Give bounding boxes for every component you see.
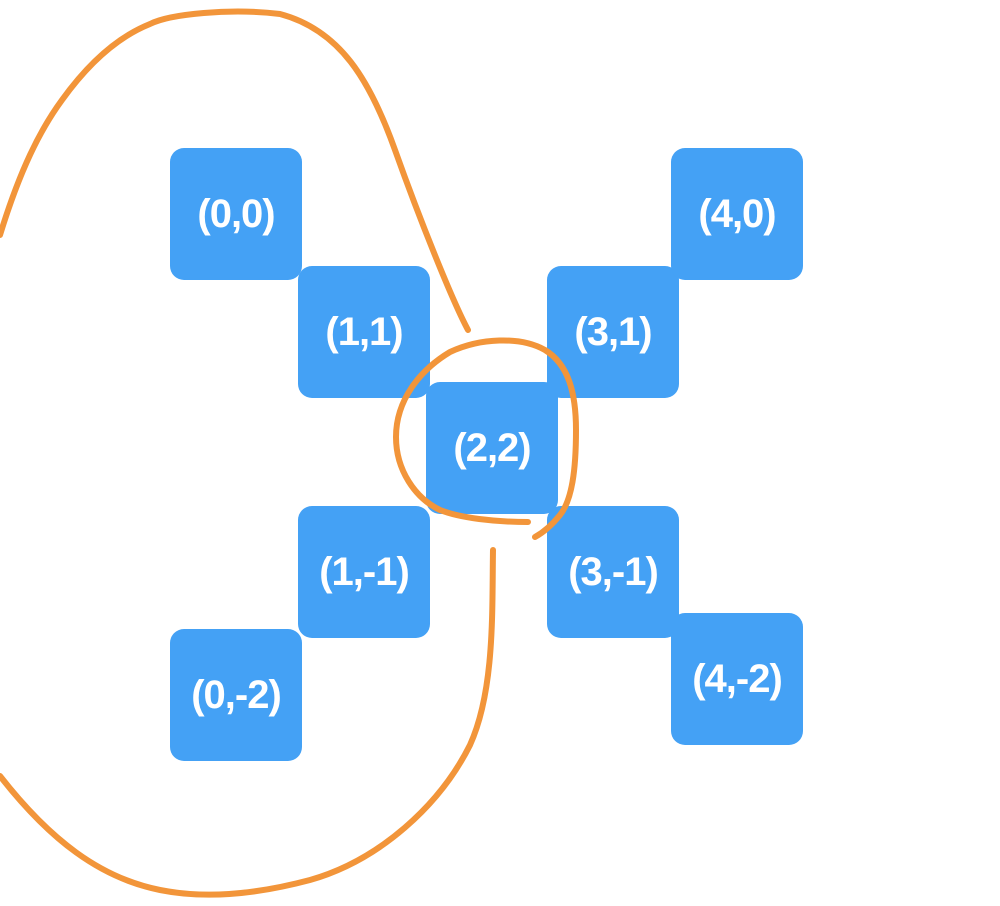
cell-4-neg2: (4,-2) — [671, 613, 803, 745]
cell-1-neg1: (1,-1) — [298, 506, 430, 638]
cell-4-0: (4,0) — [671, 148, 803, 280]
cell-0-0: (0,0) — [170, 148, 302, 280]
cell-1-1: (1,1) — [298, 266, 430, 398]
cell-3-neg1: (3,-1) — [547, 506, 679, 638]
cell-3-1: (3,1) — [547, 266, 679, 398]
cell-0-neg2: (0,-2) — [170, 629, 302, 761]
cell-2-2: (2,2) — [426, 382, 558, 514]
